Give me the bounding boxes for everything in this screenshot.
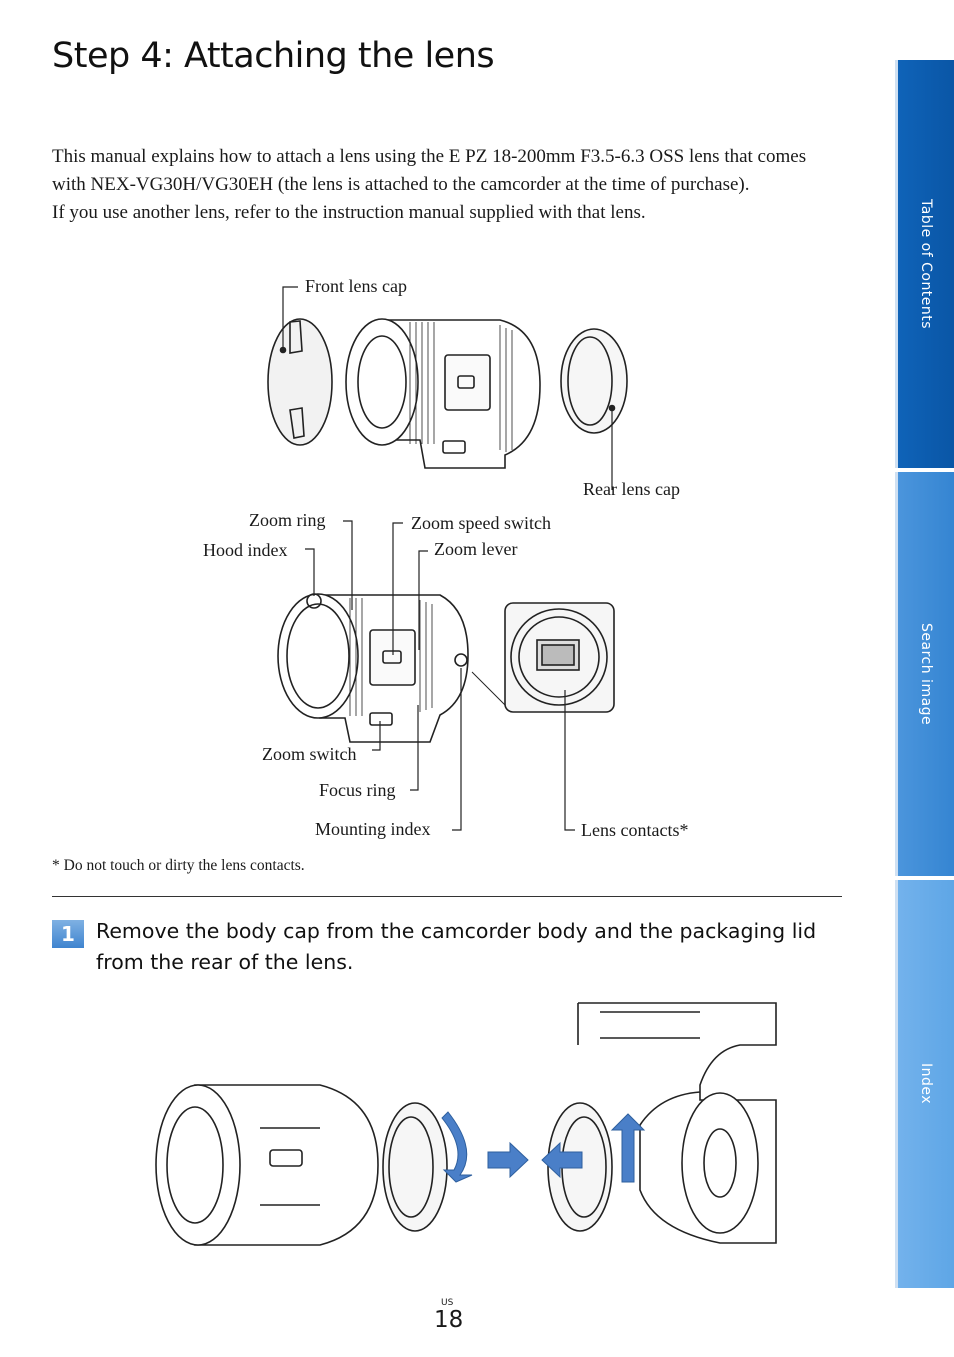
step-1-text: Remove the body cap from the camcorder b…: [96, 919, 817, 974]
zoom-switch-label: Zoom switch: [262, 744, 357, 764]
page-number: 18: [434, 1307, 464, 1333]
intro-text: This manual explains how to attach a len…: [52, 143, 842, 227]
mounting-index-label: Mounting index: [315, 819, 431, 839]
focus-ring-label: Focus ring: [319, 780, 396, 800]
zoom-lever-label: Zoom lever: [434, 539, 518, 559]
page-region: US: [441, 1298, 454, 1308]
zoom-speed-switch-label: Zoom speed switch: [411, 513, 551, 533]
step-number-badge: 1: [52, 920, 84, 948]
rear-lens-cap-label: Rear lens cap: [583, 479, 680, 499]
tab-index-label: Index: [918, 1063, 934, 1105]
hood-index-label: Hood index: [203, 540, 288, 560]
footnote: * Do not touch or dirty the lens contact…: [52, 857, 305, 874]
tab-index[interactable]: Index: [895, 880, 954, 1288]
tab-search-image[interactable]: Search image: [895, 472, 954, 876]
divider: [52, 896, 842, 897]
intro-paragraph-2: If you use another lens, refer to the in…: [52, 202, 646, 223]
intro-paragraph-1: This manual explains how to attach a len…: [52, 146, 807, 195]
front-lens-cap-label: Front lens cap: [305, 276, 407, 296]
page-title: Step 4: Attaching the lens: [52, 36, 495, 76]
lens-contacts-label: Lens contacts*: [581, 820, 689, 840]
tab-table-of-contents[interactable]: Table of Contents: [895, 60, 954, 468]
tab-table-of-contents-label: Table of Contents: [918, 198, 934, 330]
tab-search-image-label: Search image: [918, 622, 934, 726]
zoom-ring-label: Zoom ring: [249, 510, 326, 530]
